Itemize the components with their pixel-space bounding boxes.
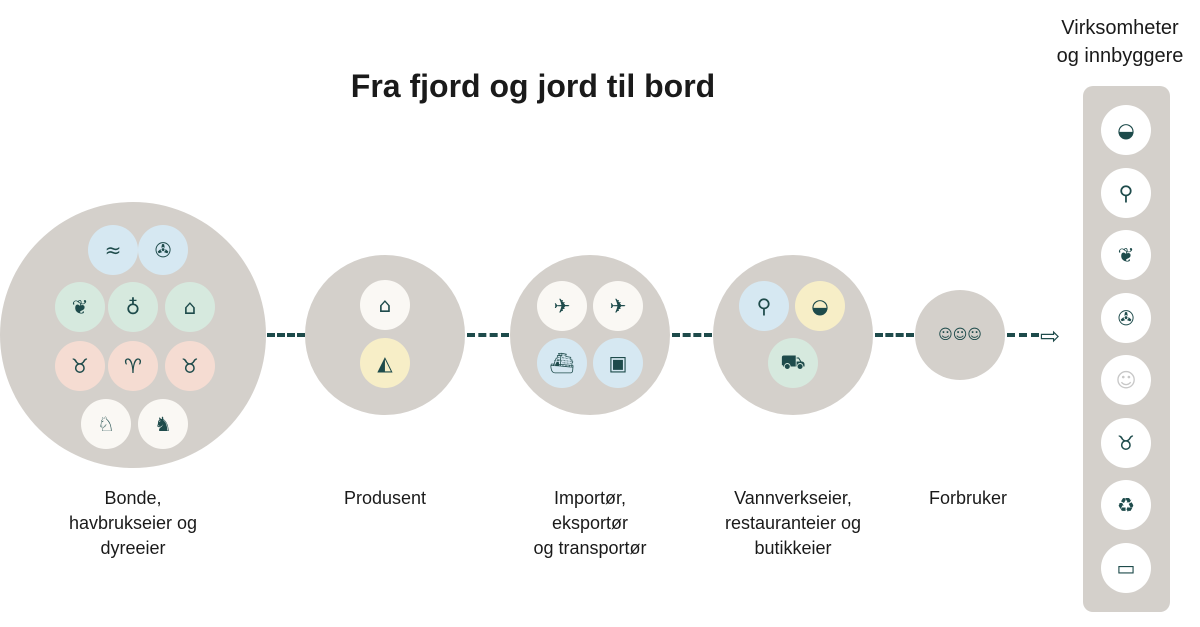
recycle-icon: ♻ bbox=[1101, 480, 1151, 530]
waves-icon: ≈ bbox=[88, 225, 138, 275]
connector bbox=[672, 333, 712, 337]
arrow-right-icon: ⇨ bbox=[1040, 322, 1061, 350]
water-tap-icon: ⚲ bbox=[1101, 167, 1151, 218]
connector bbox=[875, 333, 914, 337]
person-icon: ☺ bbox=[1101, 355, 1151, 405]
apple-icon: ♁ bbox=[108, 282, 158, 332]
ship-icon: ⛴ bbox=[537, 338, 587, 388]
connector bbox=[1007, 333, 1039, 337]
fish-icon: ✇ bbox=[1101, 292, 1151, 343]
truck-icon: ▣ bbox=[593, 338, 643, 388]
grain-icon: ❦ bbox=[55, 282, 105, 332]
fish-icon: ✇ bbox=[138, 225, 188, 275]
pig-icon: ♉ bbox=[55, 341, 105, 391]
pig-icon: ♉ bbox=[1101, 417, 1151, 468]
plane-takeoff-icon: ✈ bbox=[593, 281, 643, 331]
stage-label-consumer: Forbruker bbox=[928, 488, 1008, 508]
grain-icon: ❦ bbox=[1101, 230, 1151, 280]
food-bowl-icon: ◒ bbox=[1101, 105, 1151, 155]
cheese-icon: ◭ bbox=[360, 338, 410, 388]
dog-icon: ♘ bbox=[81, 399, 131, 449]
cat-icon: ♞ bbox=[138, 399, 188, 449]
stage-circle-importer bbox=[510, 255, 670, 415]
stage-circle-producer bbox=[305, 255, 465, 415]
page-title: Fra fjord og jord til bord bbox=[350, 68, 716, 104]
connector bbox=[467, 333, 509, 337]
money-icon: ▭ bbox=[1101, 542, 1151, 593]
shopping-cart-icon: ⛟ bbox=[768, 338, 818, 388]
sheep-icon: ♈ bbox=[108, 341, 158, 391]
plane-landing-icon: ✈ bbox=[537, 281, 587, 331]
cow-icon: ♉ bbox=[165, 341, 215, 391]
stage-circle-consumer bbox=[915, 290, 1005, 380]
water-tap-icon: ⚲ bbox=[739, 281, 789, 331]
factory-icon: ⌂ bbox=[360, 280, 410, 330]
stage-label-producer: Produsent bbox=[343, 488, 427, 508]
connector bbox=[267, 333, 305, 337]
food-bowl-icon: ◒ bbox=[795, 281, 845, 331]
stage-circle-waterworks bbox=[713, 255, 873, 415]
panel-businesses-citizens: ◒ ⚲ ❦ ✇ ☺ ♉ ♻ ▭ bbox=[1083, 86, 1170, 612]
silo-icon: ⌂ bbox=[165, 282, 215, 332]
people-icon: ☺☺☺ bbox=[938, 327, 982, 343]
